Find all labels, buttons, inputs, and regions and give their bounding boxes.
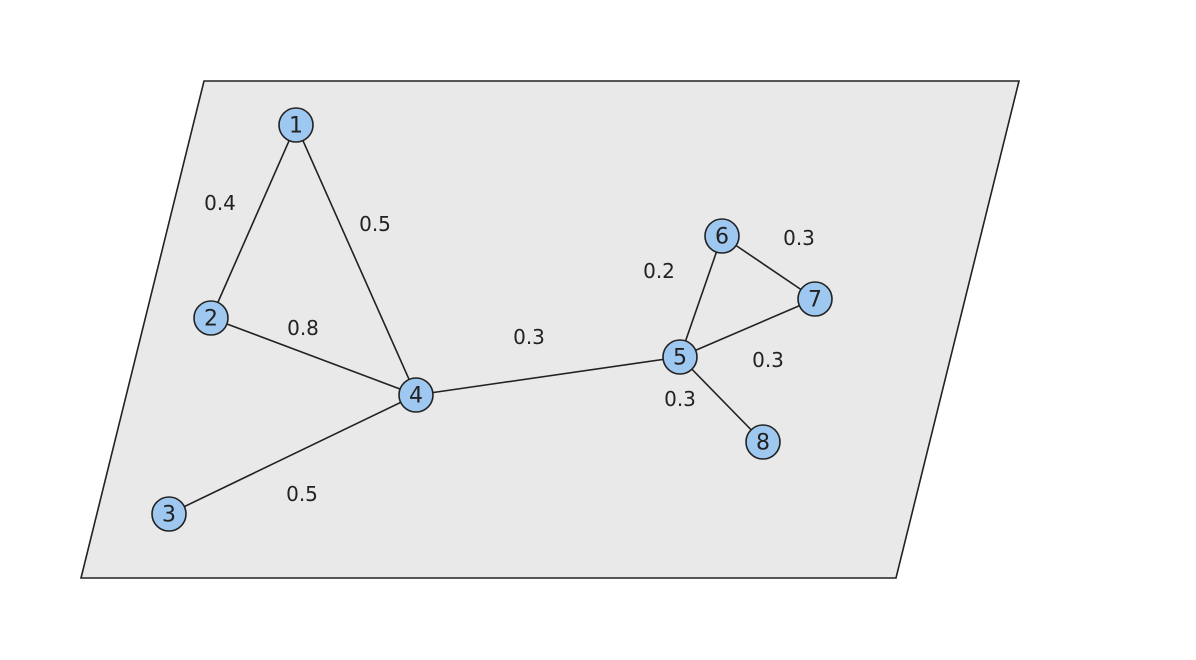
node-label-5: 5 [673, 346, 687, 371]
weights-layer: 0.4 0.5 0.8 0.5 0.3 0.2 0.3 0.3 0.3 [204, 191, 815, 506]
edge-1-4 [295, 124, 417, 396]
nodes-layer: 1 2 3 4 5 6 7 8 [151, 107, 833, 532]
node-label-3: 3 [162, 503, 176, 528]
edges-layer [168, 124, 816, 515]
node-6: 6 [704, 218, 740, 254]
edge-5-7 [679, 298, 816, 358]
node-label-4: 4 [409, 384, 423, 409]
node-circle-7 [797, 281, 833, 317]
node-5: 5 [662, 339, 698, 375]
node-4: 4 [398, 377, 434, 413]
node-label-8: 8 [756, 431, 770, 456]
edge-weight-4-5: 0.3 [513, 325, 545, 349]
node-circle-2 [193, 300, 229, 336]
edge-1-2 [210, 124, 297, 319]
node-circle-8 [745, 424, 781, 460]
node-circle-4 [398, 377, 434, 413]
plane-background [79, 80, 1021, 579]
edge-6-7 [721, 235, 816, 300]
node-2: 2 [193, 300, 229, 336]
node-7: 7 [797, 281, 833, 317]
edge-5-6 [679, 235, 723, 358]
node-3: 3 [151, 496, 187, 532]
edge-3-4 [168, 394, 417, 515]
node-1: 1 [278, 107, 314, 143]
edge-weight-5-7: 0.3 [752, 348, 784, 372]
edge-weight-5-6: 0.2 [643, 259, 675, 283]
edge-weight-3-4: 0.5 [286, 482, 318, 506]
node-label-6: 6 [715, 225, 729, 250]
edge-weight-2-4: 0.8 [287, 316, 319, 340]
edge-2-4 [210, 317, 417, 396]
node-circle-1 [278, 107, 314, 143]
edge-weight-1-4: 0.5 [359, 212, 391, 236]
edge-weight-1-2: 0.4 [204, 191, 236, 215]
node-label-1: 1 [289, 114, 303, 139]
node-circle-3 [151, 496, 187, 532]
node-8: 8 [745, 424, 781, 460]
node-circle-5 [662, 339, 698, 375]
edge-weight-6-7: 0.3 [783, 226, 815, 250]
edge-weight-5-8: 0.3 [664, 387, 696, 411]
edge-5-8 [679, 356, 764, 443]
node-label-2: 2 [204, 307, 218, 332]
node-circle-6 [704, 218, 740, 254]
node-label-7: 7 [808, 288, 822, 313]
edge-4-5 [415, 356, 681, 396]
